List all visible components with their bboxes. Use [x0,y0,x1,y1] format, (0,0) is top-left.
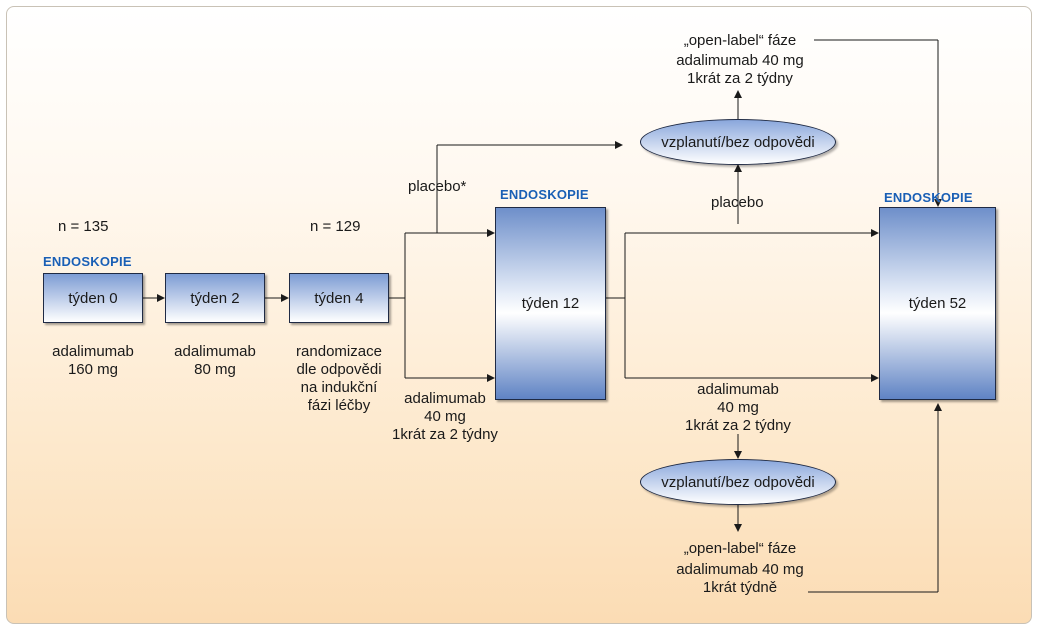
randomization-note: randomizace dle odpovědi na indukční fáz… [279,343,399,415]
open-label-bottom-line-3: 1krát týdně [702,579,778,596]
open-label-bottom: „open-label“ fáze adalimumab 40 mg 1krát… [660,540,820,597]
arm-adalimumab-maintenance: adalimumab 40 mg 1krát za 2 týdny [668,381,808,435]
open-label-top-line-2: adalimumab 40 mg [676,52,804,69]
box-week0-label: týden 0 [68,289,118,307]
randomization-line-4: fázi léčby [307,397,371,414]
randomization-line-2: dle odpovědi [296,361,382,378]
open-label-top-line-3: 1krát za 2 týdny [687,70,793,87]
flare-label-top: vzplanutí/bez odpovědi [661,133,815,151]
arm-ada2-line-1: adalimumab [697,381,779,398]
randomization-line-3: na indukční [300,379,378,396]
open-label-top-line-1: „open-label“ fáze [683,32,797,49]
open-label-bottom-line-2: adalimumab 40 mg [676,561,804,578]
arm-ada-line-1: adalimumab [404,390,486,407]
box-week12-label: týden 12 [521,295,580,312]
box-week2: týden 2 [165,273,265,323]
arm-placebo: placebo [711,194,764,211]
arm-ada2-line-2: 40 mg [717,399,759,416]
arm-adalimumab-induction: adalimumab 40 mg 1krát za 2 týdny [385,390,505,444]
arm-ada-line-3: 1krát za 2 týdny [392,426,498,443]
box-week0: týden 0 [43,273,143,323]
dose-week2-drug: adalimumab [174,343,256,360]
count-week0: n = 135 [58,218,109,235]
count-week4: n = 129 [310,218,361,235]
dose-week0-drug: adalimumab [52,343,134,360]
box-week52-label: týden 52 [908,295,967,312]
box-week4-label: týden 4 [314,289,364,307]
dose-week2-amount: 80 mg [194,361,236,378]
endoscopy-label-week52: ENDOSKOPIE [884,190,973,205]
arm-ada2-line-3: 1krát za 2 týdny [685,417,791,434]
open-label-bottom-line-1: „open-label“ fáze [683,540,797,557]
dose-week2: adalimumab 80 mg [165,343,265,379]
arm-ada-line-2: 40 mg [424,408,466,425]
box-week12: týden 12 [495,207,606,400]
flare-ellipse-top: vzplanutí/bez odpovědi [640,119,836,165]
dose-week0-amount: 160 mg [67,361,119,378]
arm-placebo-star: placebo* [408,178,467,195]
flare-ellipse-bottom: vzplanutí/bez odpovědi [640,459,836,505]
dose-week0: adalimumab 160 mg [43,343,143,379]
box-week2-label: týden 2 [190,289,240,307]
box-week52: týden 52 [879,207,996,400]
endoscopy-label-week12: ENDOSKOPIE [500,187,589,202]
flare-label-bottom: vzplanutí/bez odpovědi [661,473,815,491]
open-label-top: „open-label“ fáze adalimumab 40 mg 1krát… [660,32,820,88]
box-week4: týden 4 [289,273,389,323]
randomization-line-1: randomizace [296,343,382,360]
endoscopy-label-week0: ENDOSKOPIE [43,254,132,269]
